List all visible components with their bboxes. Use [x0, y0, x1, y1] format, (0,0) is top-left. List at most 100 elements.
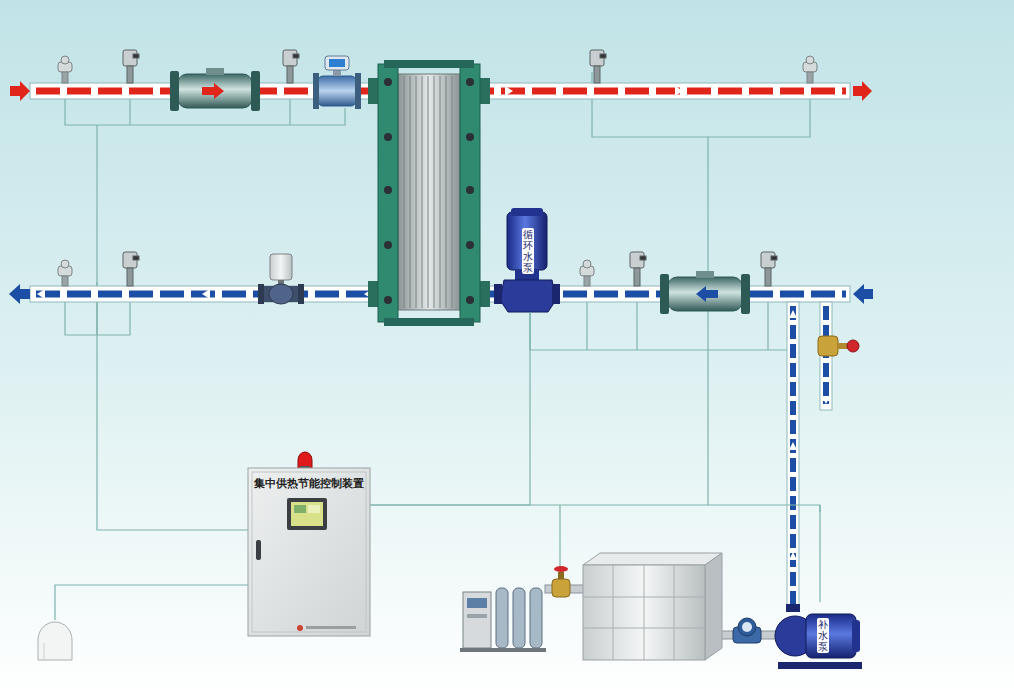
control-valve-part [298, 284, 304, 304]
temperature-sensor [58, 56, 817, 286]
dirt-separator-part [696, 286, 718, 302]
plate-heat-exchanger-part [404, 76, 452, 308]
flow-meter-part [329, 59, 345, 67]
dirt-separator-part [202, 83, 224, 99]
water-tank-part [705, 553, 722, 660]
dirt-separator-part [206, 68, 224, 75]
pressure-transmitter-part [594, 66, 600, 83]
makeup-pump-part [806, 614, 856, 658]
circulation-pump-part [494, 284, 502, 304]
water-treatment-part [463, 592, 491, 648]
water-meter [733, 618, 761, 643]
plate-heat-exchanger-part-part [466, 241, 474, 249]
pressure-transmitter-part [287, 66, 293, 83]
control-cabinet-part [256, 540, 261, 560]
temperature-sensor-part [583, 260, 591, 268]
water-treatment [460, 588, 546, 652]
temperature-sensor-part [806, 56, 814, 64]
plate-heat-exchanger-part [398, 74, 460, 310]
control-cabinet [248, 452, 370, 636]
plate-heat-exchanger-part [384, 60, 474, 68]
signal-wire-part [55, 585, 248, 620]
drain-valve-part [847, 340, 859, 352]
plate-heat-exchanger-part [384, 318, 474, 326]
dirt-separator-part [251, 71, 260, 111]
water-tank-part-part [674, 565, 675, 660]
water-treatment-part [467, 598, 487, 608]
supply-pipe-part [835, 86, 843, 96]
dirt-separator [660, 271, 750, 314]
flow-meter-part [325, 56, 349, 70]
dirt-separator [170, 68, 260, 111]
water-tank-part-part [583, 628, 705, 629]
water-meter-part [738, 618, 756, 636]
makeup-pipe-part [790, 306, 796, 604]
control-cabinet-part [298, 452, 312, 468]
control-cabinet-part [294, 505, 306, 513]
signal-wire-part [592, 72, 810, 137]
plate-heat-exchanger-part-part [422, 76, 423, 308]
plate-heat-exchanger-part [460, 64, 480, 322]
plate-heat-exchanger-part-part [466, 186, 474, 194]
pump-name: 循环水泵 [522, 228, 534, 274]
circulation-pump [494, 208, 560, 312]
water-treatment-part [496, 588, 508, 648]
control-cabinet-part [306, 626, 356, 629]
pressure-transmitter-part [765, 268, 771, 286]
dirt-separator-part [170, 71, 179, 111]
outdoor-sensor [38, 622, 72, 660]
return-pipe-part [202, 289, 210, 299]
water-tank-part [583, 553, 722, 565]
plate-heat-exchanger-part-part [384, 78, 392, 86]
makeup-pump-part [852, 620, 860, 652]
control-cabinet-part [291, 502, 323, 526]
flow-meter [313, 56, 361, 109]
signal-cable [370, 505, 820, 602]
water-tank-part-part [583, 597, 705, 598]
supply-pipe-part [675, 86, 683, 96]
plate-heat-exchanger-part-part [416, 76, 417, 308]
plate-heat-exchanger-part-part [434, 76, 435, 308]
plate-heat-exchanger [368, 60, 490, 326]
pressure-transmitter-part [600, 54, 606, 58]
supply-pipe-part [505, 86, 513, 96]
pressure-transmitter-part [127, 66, 133, 83]
water-tank [583, 553, 722, 660]
return-pipe-part [37, 289, 45, 299]
flow-meter-part [318, 76, 356, 106]
pressure-transmitter-part [293, 54, 299, 58]
plate-heat-exchanger-part-part [384, 241, 392, 249]
makeup-pump-part [786, 604, 800, 612]
dirt-separator-part [696, 271, 714, 278]
control-valve-part [269, 284, 293, 304]
water-tank-part [583, 565, 705, 660]
pressure-transmitter-part [771, 256, 777, 260]
plate-heat-exchanger-part-part [466, 133, 474, 141]
control-cabinet-part [297, 625, 303, 631]
temperature-sensor-part [807, 72, 813, 83]
solenoid-valve-part [558, 572, 564, 579]
solenoid-valve-part [554, 566, 568, 572]
pressure-transmitter [123, 50, 777, 286]
pressure-transmitter-part [133, 256, 139, 260]
plate-heat-exchanger-part-part [428, 76, 429, 308]
plate-heat-exchanger-part-part [466, 296, 474, 304]
control-cabinet-part [308, 505, 320, 513]
circulation-pump-part [500, 280, 556, 312]
control-valve [258, 254, 304, 304]
control-valve-part [258, 284, 264, 304]
cabinet-box: 集中供热节能控制装置 [248, 468, 370, 636]
signal-wire-part [530, 312, 790, 350]
plate-heat-exchanger-part-part [404, 76, 405, 308]
dirt-separator-part [668, 277, 742, 311]
makeup-pipe-part [789, 442, 797, 450]
plate-heat-exchanger-part-part [384, 296, 392, 304]
pump-label-box: 补水泵 [775, 602, 863, 672]
return-pipe-part [9, 284, 30, 304]
water-tank-part-part [644, 565, 645, 660]
circulation-pump-part [552, 284, 560, 304]
